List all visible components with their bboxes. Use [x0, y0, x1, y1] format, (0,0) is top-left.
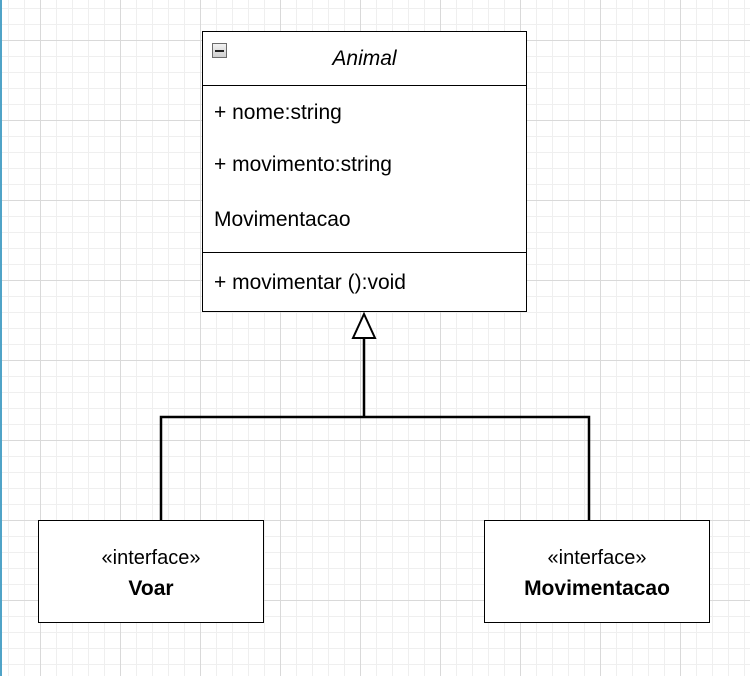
interface-name: Movimentacao	[524, 577, 670, 600]
attribute-nome[interactable]: + nome:string	[214, 101, 342, 124]
connector-movimentacao[interactable]	[364, 415, 591, 520]
connector-voar[interactable]	[159, 415, 364, 520]
interface-stereotype: «interface»	[547, 547, 647, 569]
minus-box-icon[interactable]	[212, 43, 227, 58]
interface-movimentacao[interactable]: «interface» Movimentacao	[484, 520, 710, 623]
class-header: Animal	[203, 32, 526, 86]
interface-stereotype: «interface»	[101, 547, 201, 569]
methods-section: + movimentar ():void	[203, 254, 526, 310]
method-movimentar[interactable]: + movimentar ():void	[214, 271, 406, 294]
class-name: Animal	[332, 47, 397, 70]
attribute-movimentacao[interactable]: Movimentacao	[214, 208, 351, 231]
interface-name: Voar	[128, 577, 174, 600]
class-animal[interactable]: Animal + nome:string + movimento:string …	[202, 31, 527, 312]
attribute-movimento[interactable]: + movimento:string	[214, 153, 392, 176]
attributes-section: + nome:string + movimento:string Movimen…	[203, 86, 526, 253]
inheritance-arrowhead	[351, 311, 377, 339]
interface-voar[interactable]: «interface» Voar	[38, 520, 264, 623]
canvas-left-edge	[0, 0, 2, 676]
